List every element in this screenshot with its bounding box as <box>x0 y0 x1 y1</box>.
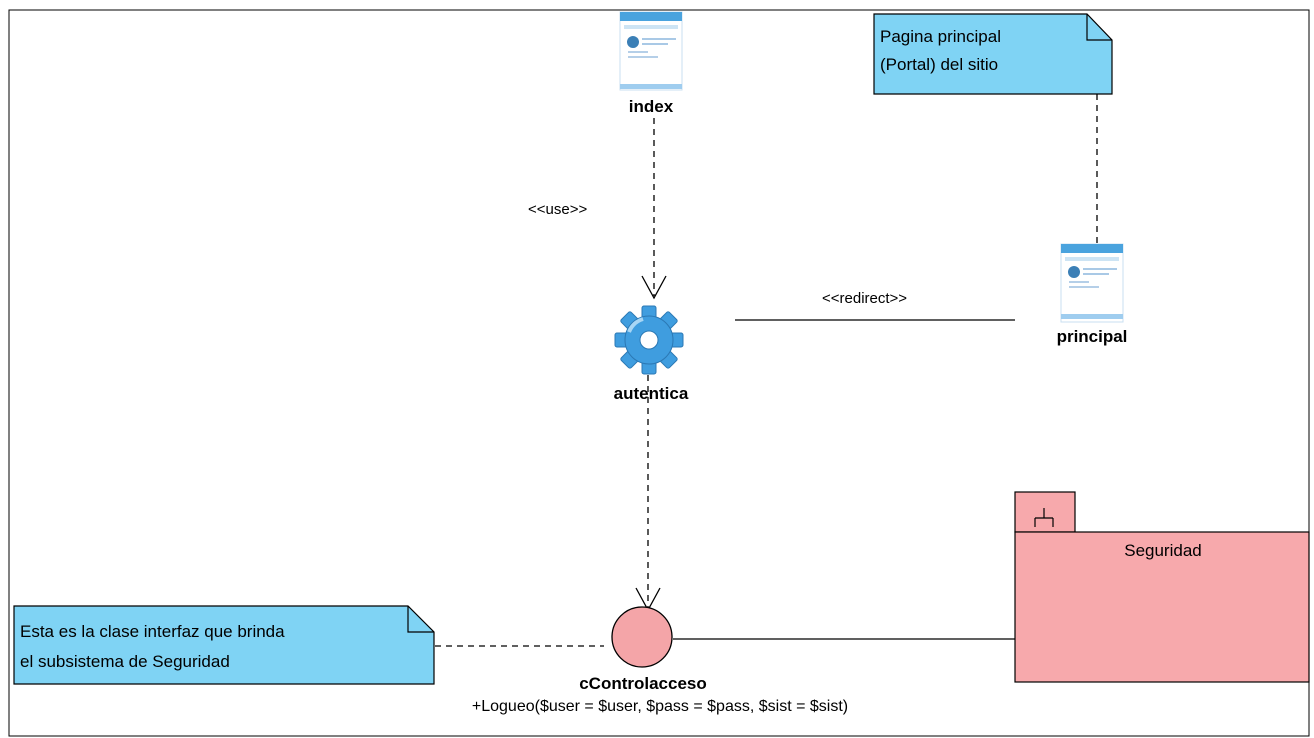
interface-operation: +Logueo($user = $user, $pass = $pass, $s… <box>472 698 848 715</box>
interface-circle-icon <box>611 606 673 668</box>
use-stereotype-label: <<use>> <box>528 201 587 218</box>
autentica-label: autentica <box>614 384 689 403</box>
web-page-icon <box>1060 243 1124 323</box>
interfaz-note-line2: el subsistema de Seguridad <box>20 652 230 671</box>
interface-label: cControlacceso <box>579 674 707 693</box>
cControlacceso-interface[interactable]: cControlacceso +Logueo($user = $user, $p… <box>472 606 848 715</box>
portal-note-line1: Pagina principal <box>880 27 1001 46</box>
principal-label: principal <box>1057 327 1128 346</box>
subsystem-fork-icon <box>1034 508 1054 527</box>
index-node[interactable]: index <box>619 11 683 116</box>
index-label: index <box>629 97 674 116</box>
package-body <box>1014 531 1310 683</box>
gear-icon <box>614 305 684 375</box>
portal-note[interactable]: Pagina principal (Portal) del sitio <box>873 13 1113 95</box>
package-label: Seguridad <box>1124 541 1202 560</box>
autentica-node[interactable]: autentica <box>614 305 689 403</box>
portal-note-line2: (Portal) del sitio <box>880 55 998 74</box>
interfaz-note-line1: Esta es la clase interfaz que brinda <box>20 622 285 641</box>
principal-node[interactable]: principal <box>1057 243 1128 346</box>
web-page-icon <box>619 11 683 91</box>
redirect-stereotype-label: <<redirect>> <box>822 290 907 307</box>
seguridad-package[interactable]: Seguridad <box>1014 491 1310 683</box>
package-tab <box>1014 491 1076 533</box>
interfaz-note[interactable]: Esta es la clase interfaz que brinda el … <box>13 605 435 685</box>
use-dependency[interactable] <box>641 118 667 300</box>
